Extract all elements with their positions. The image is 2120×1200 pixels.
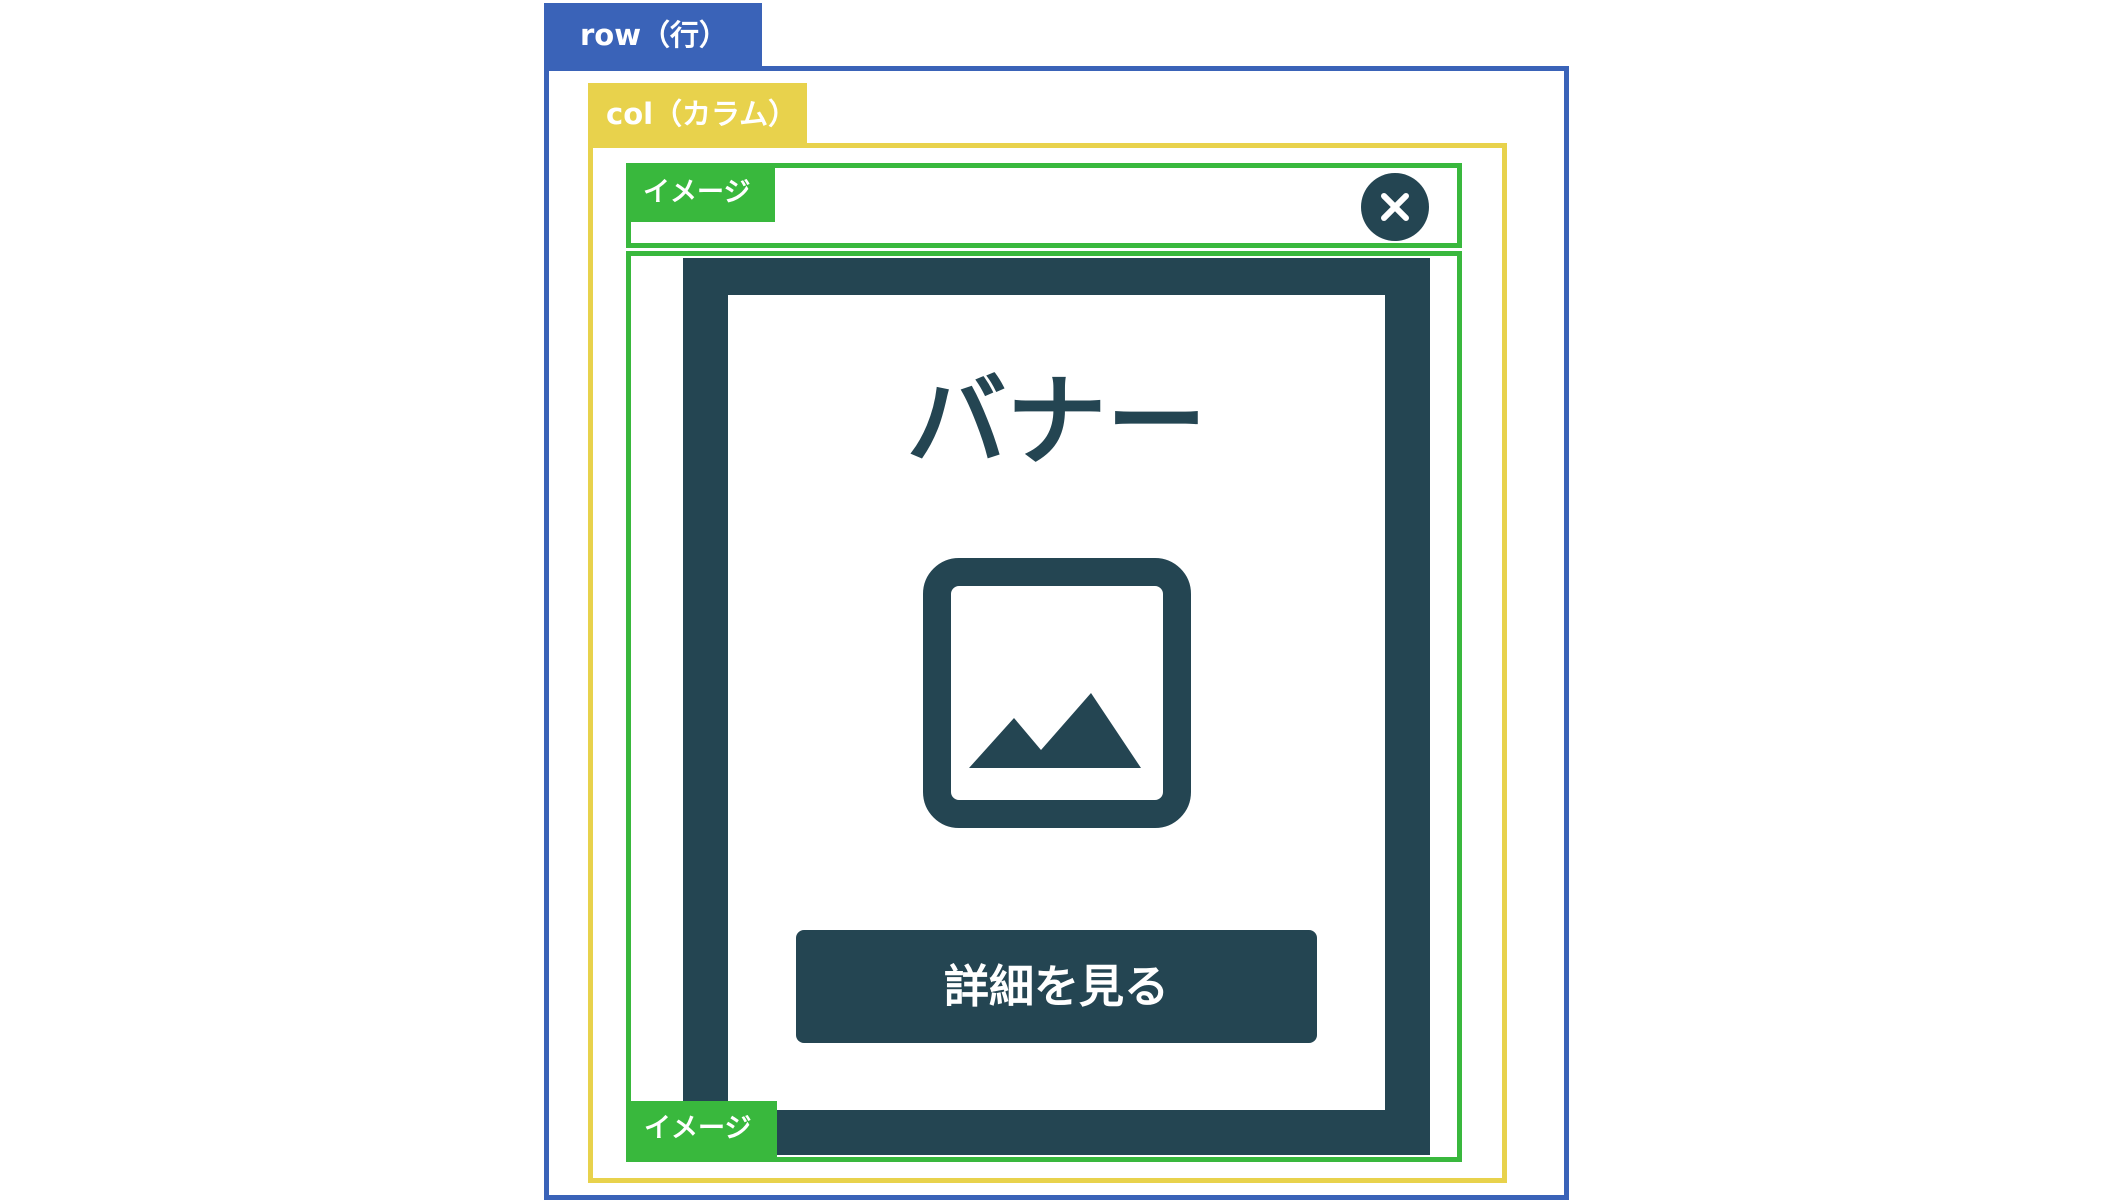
col-label: col（カラム） (588, 83, 807, 145)
view-details-button[interactable]: 詳細を見る (796, 930, 1317, 1043)
image-placeholder-icon (923, 558, 1191, 828)
row-box (544, 66, 1569, 1200)
row-label: row（行） (544, 3, 762, 68)
col-box (588, 143, 1507, 1183)
image-box-banner (626, 251, 1462, 1162)
close-icon (1381, 193, 1409, 221)
image-label-banner: イメージ (626, 1101, 777, 1159)
image-label-top: イメージ (626, 166, 775, 222)
close-button[interactable] (1361, 173, 1429, 241)
banner-title: バナー (906, 363, 1207, 480)
